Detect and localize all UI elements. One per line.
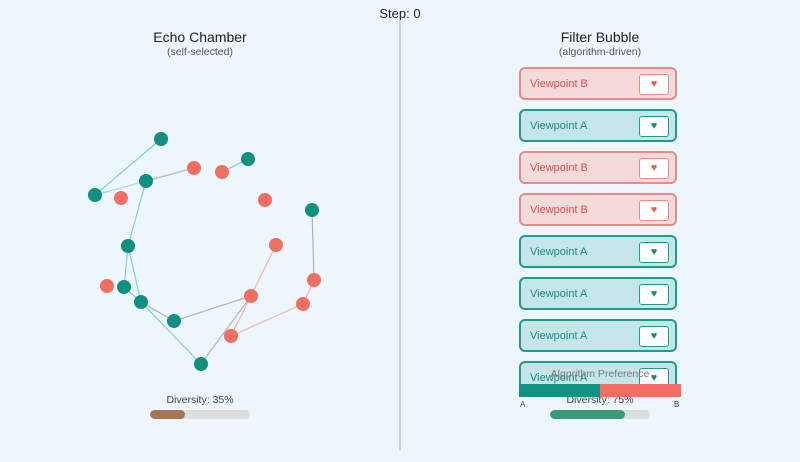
feed-item-label: Viewpoint A [530, 372, 588, 384]
viewpoint-b-node[interactable] [114, 191, 128, 205]
like-button[interactable]: ♥ [639, 326, 669, 347]
viewpoint-a-node[interactable] [117, 280, 131, 294]
like-button[interactable]: ♥ [639, 116, 669, 137]
network-link [94, 180, 147, 196]
step-counter: Step: 0 [379, 6, 421, 21]
feed-item[interactable]: Viewpoint A ♥ [519, 235, 677, 268]
heart-icon: ♥ [650, 330, 658, 342]
panel-divider [399, 20, 401, 450]
feed-item-label: Viewpoint B [530, 162, 588, 174]
viewpoint-a-node[interactable] [154, 132, 168, 146]
network-link [94, 138, 162, 196]
like-button[interactable]: ♥ [639, 158, 669, 179]
heart-icon: ♥ [650, 204, 658, 216]
bubble-diversity-fill [550, 410, 625, 419]
feed-item[interactable]: Viewpoint B ♥ [519, 67, 677, 100]
network-link [230, 295, 252, 337]
feed-item-label: Viewpoint A [530, 288, 588, 300]
heart-icon: ♥ [650, 288, 658, 300]
network-link [173, 295, 252, 322]
viewpoint-b-node[interactable] [258, 193, 272, 207]
feed-item-label: Viewpoint B [530, 204, 588, 216]
viewpoint-b-node[interactable] [296, 297, 310, 311]
network-link [200, 295, 252, 365]
like-button[interactable]: ♥ [639, 200, 669, 221]
echo-chamber-subtitle: (self-selected) [167, 46, 233, 58]
feed-item[interactable]: Viewpoint A ♥ [519, 109, 677, 142]
feed-item-label: Viewpoint A [530, 120, 588, 132]
heart-icon: ♥ [650, 246, 658, 258]
echo-diversity-meter [150, 410, 250, 419]
viewpoint-b-node[interactable] [224, 329, 238, 343]
viewpoint-b-node[interactable] [187, 161, 201, 175]
feed-item-label: Viewpoint A [530, 330, 588, 342]
viewpoint-a-node[interactable] [241, 152, 255, 166]
feed-item-label: Viewpoint A [530, 246, 588, 258]
bubble-diversity-meter [550, 410, 650, 419]
network-link [145, 167, 195, 182]
viewpoint-b-node[interactable] [307, 273, 321, 287]
filter-bubble-title: Filter Bubble [560, 29, 640, 45]
preference-b-segment [600, 384, 681, 397]
network-link [127, 180, 147, 247]
preference-a-segment [519, 384, 600, 397]
like-button[interactable]: ♥ [639, 284, 669, 305]
viewpoint-a-node[interactable] [194, 357, 208, 371]
bubble-diversity-label: Diversity: 75% [566, 394, 634, 406]
network-link [311, 209, 315, 281]
viewpoint-b-node[interactable] [215, 165, 229, 179]
viewpoint-a-node[interactable] [121, 239, 135, 253]
filter-bubble-subtitle: (algorithm-driven) [558, 46, 642, 58]
algorithm-preference-label: Algorithm Preference [550, 368, 650, 380]
network-link [230, 303, 304, 337]
feed-item-label: Viewpoint B [530, 78, 588, 90]
heart-icon: ♥ [650, 120, 658, 132]
echo-chamber-network[interactable] [0, 0, 400, 462]
echo-chamber-title: Echo Chamber [153, 29, 247, 45]
heart-icon: ♥ [650, 372, 658, 384]
feed-item[interactable]: Viewpoint B ♥ [519, 151, 677, 184]
viewpoint-b-node[interactable] [244, 289, 258, 303]
network-link [140, 301, 202, 365]
heart-icon: ♥ [650, 78, 658, 90]
echo-diversity-label: Diversity: 35% [166, 394, 234, 406]
viewpoint-a-node[interactable] [167, 314, 181, 328]
viewpoint-a-node[interactable] [88, 188, 102, 202]
algorithm-preference-bar [519, 384, 681, 397]
viewpoint-a-node[interactable] [139, 174, 153, 188]
network-link [127, 245, 142, 303]
viewpoint-a-node[interactable] [134, 295, 148, 309]
preference-end-a: A [520, 400, 526, 409]
like-button[interactable]: ♥ [639, 74, 669, 95]
viewpoint-b-node[interactable] [269, 238, 283, 252]
viewpoint-a-node[interactable] [305, 203, 319, 217]
feed-item[interactable]: Viewpoint A ♥ [519, 319, 677, 352]
echo-diversity-fill [150, 410, 185, 419]
feed-item[interactable]: Viewpoint B ♥ [519, 193, 677, 226]
network-link [250, 244, 277, 297]
like-button[interactable]: ♥ [639, 242, 669, 263]
viewpoint-b-node[interactable] [100, 279, 114, 293]
feed-item[interactable]: Viewpoint A ♥ [519, 277, 677, 310]
preference-end-b: B [674, 400, 680, 409]
heart-icon: ♥ [650, 162, 658, 174]
